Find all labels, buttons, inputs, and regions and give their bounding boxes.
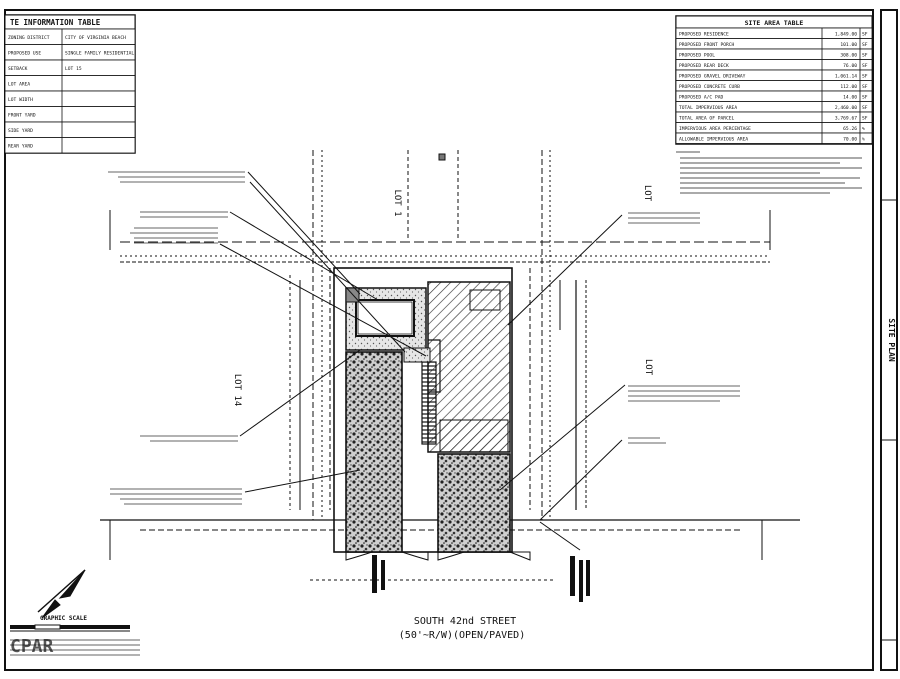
rear-deck — [403, 347, 431, 363]
street-name: SOUTH 42nd STREET — [414, 616, 516, 627]
area-row-label: TOTAL IMPERVIOUS AREA — [679, 105, 737, 111]
info-row-label: LOT AREA — [8, 82, 30, 88]
site-area-table-title: SITE AREA TABLE — [745, 19, 804, 27]
info-row-value: CITY OF VIRGINIA BEACH — [65, 35, 126, 41]
lot-14-label: LOT 14 — [232, 374, 242, 407]
area-row-value: 101.00 — [840, 42, 857, 48]
title-block-border — [880, 9, 898, 671]
gravel-driveway-right — [437, 453, 511, 553]
lot-right-top-label: LOT — [642, 185, 652, 202]
area-row-value: 14.00 — [843, 95, 857, 101]
area-row-unit: SF — [862, 116, 868, 122]
area-row-unit: SF — [862, 63, 868, 69]
area-row-value: 76.00 — [843, 63, 857, 69]
site-information-table: TE INFORMATION TABLE ZONING DISTRICT CITY… — [4, 14, 136, 154]
area-row-label: IMPERVIOUS AREA PERCENTAGE — [679, 126, 751, 132]
area-row-unit: SF — [862, 84, 868, 90]
sheet-title: SITE PLAN — [887, 318, 896, 362]
info-row-label: REAR YARD — [8, 144, 33, 150]
lot-center-label: LOT 1 — [392, 189, 402, 216]
area-row-label: PROPOSED FRONT PORCH — [679, 42, 735, 48]
area-row-value: 1,061.14 — [835, 74, 857, 80]
area-row-label: PROPOSED A/C PAD — [679, 95, 723, 101]
area-row-value: 1,849.00 — [835, 32, 857, 38]
elevation-markers — [372, 555, 590, 602]
sheet-border — [4, 9, 874, 671]
area-row-label: PROPOSED RESIDENCE — [679, 32, 729, 38]
watermark: CPAR — [10, 636, 54, 657]
area-row-unit: SF — [862, 32, 868, 38]
gravel-driveway-left — [345, 351, 403, 553]
area-row-unit: SF — [862, 42, 868, 48]
street-right-of-way: (50'~R/W)(OPEN/PAVED) — [399, 630, 525, 641]
info-row-label: FRONT YARD — [8, 113, 36, 119]
area-row-value: 65.26 — [843, 126, 857, 132]
area-row-value: 308.00 — [840, 53, 857, 59]
area-row-value: 2,460.00 — [835, 105, 857, 111]
area-row-unit: SF — [862, 105, 868, 111]
area-row-unit: SF — [862, 53, 868, 59]
graphic-scale: GRAPHIC SCALE — [10, 615, 130, 632]
area-row-label: TOTAL AREA OF PARCEL — [679, 116, 735, 122]
info-row-label: SETBACK — [8, 66, 28, 72]
callout-notes — [108, 171, 740, 505]
graphic-scale-label: GRAPHIC SCALE — [40, 615, 87, 622]
area-row-label: PROPOSED GRAVEL DRIVEWAY — [679, 74, 746, 80]
leader-lines — [219, 171, 626, 551]
info-row-label: SIDE YARD — [8, 128, 33, 134]
area-row-unit: SF — [862, 95, 868, 101]
area-row-label: PROPOSED POOL — [679, 53, 715, 59]
area-row-unit: SF — [862, 74, 868, 80]
info-row-label: PROPOSED USE — [8, 51, 41, 57]
area-row-unit: % — [862, 126, 865, 132]
area-row-value: 112.00 — [840, 84, 857, 90]
info-row-label: ZONING DISTRICT — [8, 35, 50, 41]
area-row-label: ALLOWABLE IMPERVIOUS AREA — [679, 137, 748, 143]
area-row-value: 3,769.67 — [835, 116, 857, 122]
area-row-unit: % — [862, 137, 865, 143]
area-row-label: PROPOSED REAR DECK — [679, 63, 729, 69]
rear-deck-stairs — [421, 361, 437, 445]
area-row-value: 70.00 — [843, 137, 857, 143]
area-row-label: PROPOSED CONCRETE CURB — [679, 84, 740, 90]
info-row-label: LOT WIDTH — [8, 97, 33, 103]
info-row-value: LOT 15 — [65, 66, 82, 72]
notes-block — [676, 151, 862, 194]
lot-right-bottom-label: LOT — [643, 359, 653, 376]
north-arrow-icon — [37, 569, 86, 619]
info-row-value: SINGLE FAMILY RESIDENTIAL — [65, 51, 134, 57]
site-information-table-title: TE INFORMATION TABLE — [10, 18, 101, 27]
site-area-table: SITE AREA TABLE PROPOSED RESIDENCE 1,849.… — [675, 15, 873, 145]
